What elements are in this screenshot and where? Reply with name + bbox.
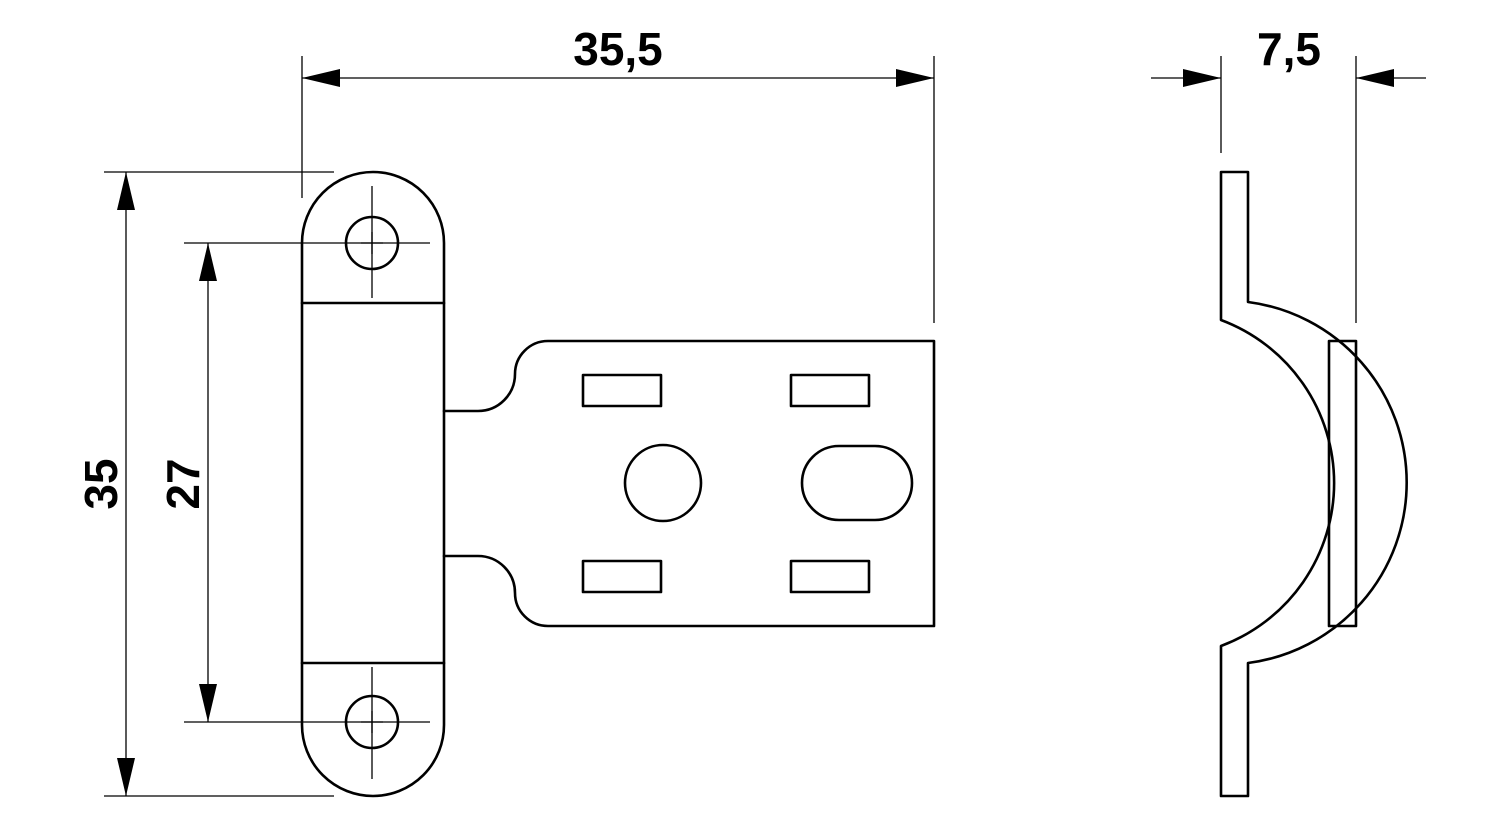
arrowhead-left bbox=[302, 69, 340, 87]
center-oval-hole bbox=[800, 444, 914, 522]
base-plate-edge bbox=[1327, 339, 1358, 628]
dimension-hole-spacing: 27 bbox=[157, 242, 430, 723]
dimension-text-side-depth: 7,5 bbox=[1257, 23, 1321, 75]
arrowhead-top bbox=[199, 243, 217, 281]
dimension-text-overall-height: 35 bbox=[75, 458, 127, 509]
dimension-text-hole-spacing: 27 bbox=[157, 458, 209, 509]
dimension-overall-width: 35,5 bbox=[301, 23, 935, 323]
arrowhead-bottom bbox=[199, 684, 217, 722]
slot-top-right bbox=[789, 373, 871, 408]
arrowhead-bottom bbox=[117, 758, 135, 796]
bracket-profile-outline bbox=[1219, 170, 1408, 798]
dimension-overall-height: 35 bbox=[75, 171, 334, 797]
arrowhead-right bbox=[1356, 69, 1394, 87]
slot-top-left bbox=[581, 373, 663, 408]
arrowhead-left bbox=[1183, 69, 1221, 87]
base-plate-outline bbox=[442, 339, 936, 628]
arrowhead-right bbox=[896, 69, 934, 87]
front-view bbox=[300, 170, 936, 798]
mounting-strap-outline bbox=[300, 170, 446, 798]
slot-bottom-right bbox=[789, 559, 871, 594]
dimension-side-depth: 7,5 bbox=[1151, 23, 1426, 323]
slot-bottom-left bbox=[581, 559, 663, 594]
side-view bbox=[1219, 170, 1408, 798]
center-round-hole bbox=[623, 443, 703, 523]
arrowhead-top bbox=[117, 172, 135, 210]
dimension-text-overall-width: 35,5 bbox=[573, 23, 663, 75]
